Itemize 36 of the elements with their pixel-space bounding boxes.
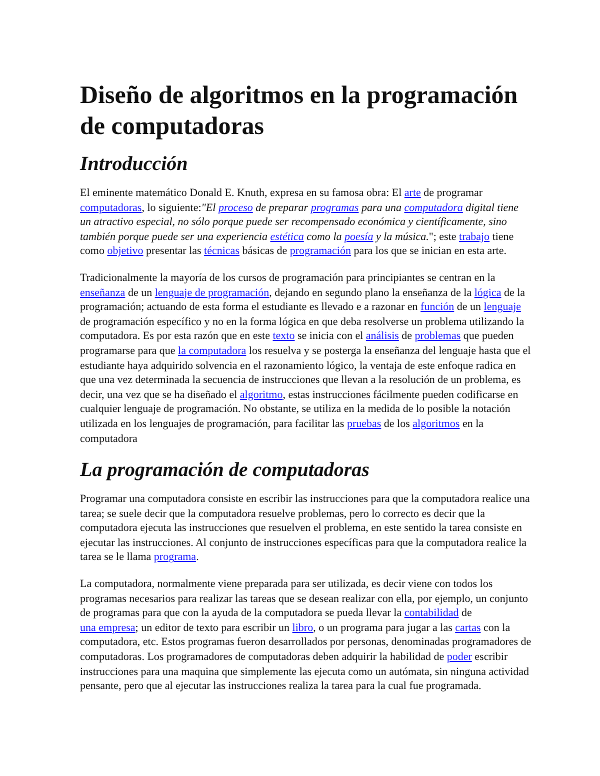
body-paragraph: Programar una computadora consiste en escribir las instrucciones para que la computadora realice una tarea; se suele decir que la computadora resuelve problemas, pero lo correcto es decir que la computadora ejecuta las instrucciones que resuelven el problema, en este sentido la tarea consiste en ejecutar las instrucciones. Al conjunto de instrucciones específicas para que la computadora realice la tarea se le llama programa. <box>80 492 531 566</box>
text-link: texto <box>272 330 295 342</box>
body-paragraph: La computadora, normalmente viene preparada para ser utilizada, es decir viene con todos los programas necesarios para realizar las tareas que se desean realizar con ella, por ejemplo, un conjunto de programas para que con la ayuda de la computadora se pueda llevar la contabilidad de una empresa; un editor de texto para escribir un libro, o un programa para jugar a las cartas con la computadora, etc. Estos programas fueron desarrollados por personas, denominadas programadores de computadoras. Los programadores de computadoras deben adquirir la habilidad de poder escribir instrucciones para una maquina que simplemente las ejecuta como un autómata, sin ninguna actividad pensante, pero que al ejecutar las instrucciones realiza la tarea para la cual fue programada. <box>80 577 532 694</box>
page-title: Diseño de algoritmos en la programación de computadoras <box>80 81 519 142</box>
text-link: proceso <box>218 202 253 214</box>
text-link: lógica <box>474 286 502 299</box>
text-link: poder <box>446 651 472 664</box>
text-link: análisis <box>366 330 399 342</box>
text-link: contabilidad <box>404 607 459 620</box>
body-paragraph: El eminente matemático Donald E. Knuth, expresa en su famosa obra: El arte de programar computadoras, lo siguiente:"El proceso de preparar programas para una computadora digital tiene un atractivo especial, no sólo porque puede ser recompensado económica y científicamente, sino también porque puede ser una experiencia estética como la poesía y la música."; este trabajo tiene como objetivo presentar las técnicas básicas de programación para los que se inician en esta arte. <box>80 186 520 259</box>
text-link: computadora <box>404 202 463 214</box>
text-link: lenguaje de programación <box>154 286 270 299</box>
text-link: programa <box>154 551 196 564</box>
text-link: cartas <box>455 622 481 634</box>
text-link: programas <box>310 202 359 214</box>
text-link: enseñanza <box>80 286 126 299</box>
text-link: técnicas <box>204 245 240 258</box>
section-heading: La programación de computadoras <box>80 458 370 482</box>
text-link: problemas <box>414 330 461 342</box>
text-link: libro <box>292 622 314 634</box>
text-link: arte <box>404 187 421 199</box>
text-link: estética <box>270 230 304 243</box>
section-heading: Introducción <box>80 152 189 176</box>
text-link: pruebas <box>346 418 382 430</box>
text-link: algoritmo <box>240 388 283 401</box>
text-link: la computadora <box>178 344 246 357</box>
text-link: una empresa <box>80 622 136 634</box>
text-link: trabajo <box>459 230 490 243</box>
body-paragraph: Tradicionalmente la mayoría de los cursos de programación para principiantes se centran en la enseñanza de un lenguaje de programación, dejando en segundo plano la enseñanza de la lógica de la programación; actuando de esta forma el estudiante es llevado e a razonar en función de un lenguaje de programación específico y no en la forma lógica en que deba resolverse un problema utilizando la computadora. Es por esta razón que en este texto se inicia con el análisis de problemas que pueden programarse para que la computadora los resuelva y se posterga la enseñanza del lenguaje hasta que el estudiante haya adquirido solvencia en el razonamiento lógico, la ventaja de este enfoque radica en que una vez determinada la secuencia de instrucciones que llevan a la resolución de un problema, es decir, una vez que se ha diseñado el algoritmo, estas instrucciones fácilmente pueden codificarse en cualquier lenguaje de programación. No obstante, se utiliza en la medida de lo posible la notación utilizada en los lenguajes de programación, para facilitar las pruebas de los algoritmos en la computadora <box>80 270 532 446</box>
text-link: programación <box>290 245 351 258</box>
text-link: algoritmos <box>412 418 460 430</box>
text-link: función <box>420 301 454 314</box>
text-link: objetivo <box>107 245 144 258</box>
text-link: poesía <box>344 230 374 243</box>
text-link: computadoras <box>80 202 142 214</box>
text-link: lenguaje <box>484 301 522 314</box>
